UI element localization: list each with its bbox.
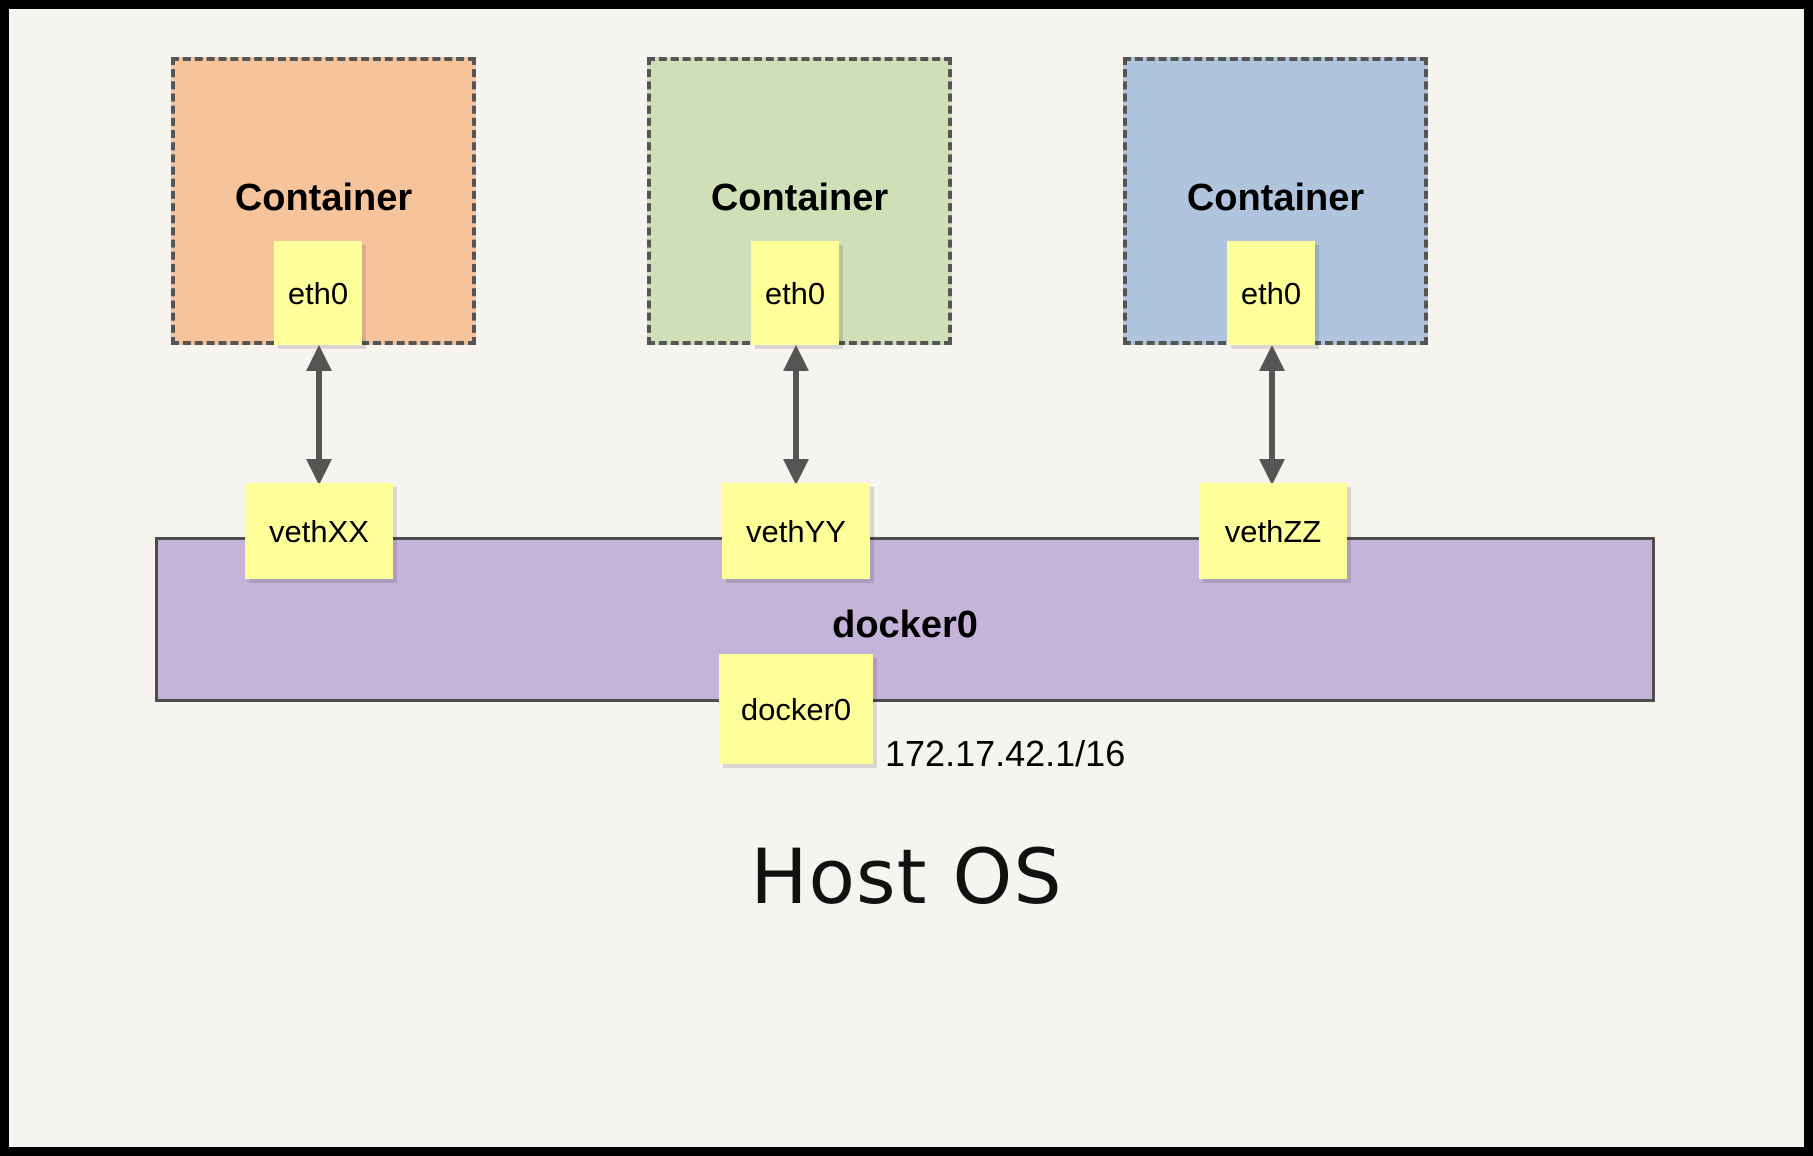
eth0-label-1: eth0 xyxy=(287,275,349,311)
veth-box-1: vethXX xyxy=(245,483,393,579)
docker0-interface-box: docker0 xyxy=(719,654,873,764)
arrow-container-3-to-veth-3 xyxy=(1259,345,1285,485)
veth-label-1: vethXX xyxy=(269,513,369,549)
host-os-label: Host OS xyxy=(750,832,1063,921)
bridge-ip-label: 172.17.42.1/16 xyxy=(885,733,1126,774)
eth0-label-2: eth0 xyxy=(764,275,826,311)
docker0-bridge-label: docker0 xyxy=(832,604,978,646)
container-title-3: Container xyxy=(1186,177,1365,219)
veth-label-3: vethZZ xyxy=(1224,513,1322,549)
veth-box-2: vethYY xyxy=(722,483,870,579)
eth0-label-3: eth0 xyxy=(1240,275,1302,311)
docker0-bridge-bar: docker0 xyxy=(155,537,1655,702)
arrow-container-2-to-veth-2 xyxy=(783,345,809,485)
veth-label-2: vethYY xyxy=(746,513,846,549)
veth-box-3: vethZZ xyxy=(1199,483,1347,579)
eth0-box-1: eth0 xyxy=(274,241,362,345)
arrow-container-1-to-veth-1 xyxy=(306,345,332,485)
container-title-2: Container xyxy=(710,177,889,219)
docker0-interface-label: docker0 xyxy=(740,691,852,727)
container-title-1: Container xyxy=(234,177,413,219)
eth0-box-3: eth0 xyxy=(1227,241,1315,345)
eth0-box-2: eth0 xyxy=(751,241,839,345)
